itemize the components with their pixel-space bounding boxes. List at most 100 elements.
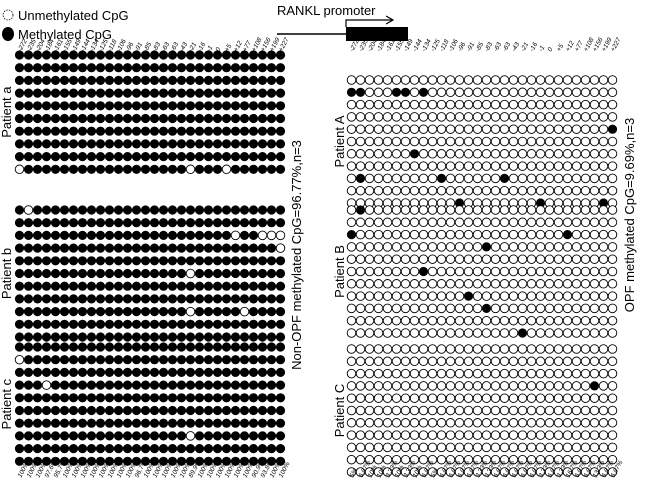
unmethylated-cpg: [427, 87, 438, 98]
methylated-cpg: [113, 50, 124, 60]
unmethylated-cpg: [499, 315, 510, 326]
unmethylated-cpg: [544, 149, 555, 159]
methylated-cpg: [203, 281, 214, 291]
unmethylated-cpg: [382, 136, 393, 147]
patient-group: Patient a: [0, 50, 286, 175]
unmethylated-cpg: [535, 161, 546, 171]
methylated-cpg: [41, 405, 52, 416]
unmethylated-cpg: [364, 405, 375, 416]
unmethylated-cpg: [445, 368, 456, 379]
patient-group: Patient A: [332, 75, 618, 208]
unmethylated-cpg: [454, 254, 465, 264]
unmethylated-cpg: [382, 315, 393, 326]
methylated-cpg: [266, 294, 277, 304]
unmethylated-cpg: [418, 185, 429, 196]
methylated-cpg: [104, 367, 115, 378]
unmethylated-cpg: [589, 173, 600, 184]
unmethylated-cpg: [391, 173, 402, 184]
methylated-cpg: [131, 393, 142, 403]
unmethylated-cpg: [418, 254, 429, 264]
unmethylated-cpg: [490, 205, 501, 215]
methylated-cpg: [185, 444, 196, 454]
unmethylated-cpg: [490, 161, 501, 171]
unmethylated-cpg: [391, 136, 402, 147]
unmethylated-cpg: [382, 161, 393, 171]
unmethylated-cpg: [346, 217, 357, 228]
methylated-cpg: [95, 101, 106, 111]
unmethylated-cpg: [580, 303, 591, 314]
unmethylated-cpg: [346, 418, 357, 428]
unmethylated-cpg: [481, 99, 492, 110]
methylated-cpg: [32, 139, 43, 149]
unmethylated-cpg: [607, 393, 618, 403]
methylated-cpg: [14, 307, 25, 317]
unmethylated-cpg: [562, 405, 573, 416]
methylated-cpg: [248, 113, 259, 124]
methylated-cpg: [239, 230, 250, 240]
unmethylated-cpg: [418, 315, 429, 326]
methylated-cpg: [176, 342, 187, 352]
unmethylated-cpg: [490, 430, 501, 440]
unmethylated-cpg: [382, 173, 393, 184]
methylated-cpg: [391, 87, 402, 97]
unmethylated-cpg: [517, 173, 528, 184]
unmethylated-cpg: [346, 124, 357, 134]
unmethylated-cpg: [463, 328, 474, 338]
unmethylated-cpg: [355, 217, 366, 228]
unmethylated-cpg: [409, 136, 420, 147]
methylated-cpg: [239, 256, 250, 266]
methylated-cpg: [239, 456, 250, 466]
unmethylated-cpg: [535, 136, 546, 147]
unmethylated-cpg: [490, 405, 501, 416]
methylated-cpg: [185, 367, 196, 378]
methylated-cpg: [167, 444, 178, 454]
unmethylated-cpg: [391, 185, 402, 196]
methylated-cpg: [221, 101, 232, 111]
unmethylated-cpg: [472, 266, 483, 277]
unmethylated-cpg: [427, 442, 438, 453]
methylated-cpg: [239, 332, 250, 342]
unmethylated-cpg: [508, 393, 519, 403]
unmethylated-cpg: [436, 442, 447, 453]
methylated-cpg: [104, 101, 115, 111]
methylated-cpg: [266, 268, 277, 279]
unmethylated-cpg: [481, 381, 492, 391]
methylated-cpg: [257, 367, 268, 378]
unmethylated-cpg: [589, 266, 600, 277]
unmethylated-cpg: [400, 430, 411, 440]
unmethylated-cpg: [400, 161, 411, 171]
methylated-cpg: [203, 164, 214, 174]
unmethylated-cpg: [517, 381, 528, 391]
unmethylated-cpg: [490, 124, 501, 134]
unmethylated-cpg: [436, 291, 447, 301]
unmethylated-cpg: [373, 87, 384, 98]
methylated-cpg: [32, 63, 43, 73]
methylated-cpg: [122, 367, 133, 378]
methylated-cpg: [185, 355, 196, 365]
unmethylated-cpg: [589, 185, 600, 196]
unmethylated-cpg: [598, 430, 609, 440]
unmethylated-cpg: [526, 279, 537, 289]
methylated-cpg: [131, 218, 142, 228]
unmethylated-cpg: [508, 87, 519, 98]
unmethylated-cpg: [346, 291, 357, 301]
unmethylated-cpg: [526, 242, 537, 252]
methylated-cpg: [176, 152, 187, 162]
unmethylated-cpg: [508, 328, 519, 338]
methylated-cpg: [167, 294, 178, 304]
methylated-cpg: [167, 342, 178, 352]
methylated-cpg: [203, 152, 214, 162]
unmethylated-cpg: [499, 291, 510, 301]
unmethylated-cpg: [589, 75, 600, 85]
methylated-cpg: [122, 113, 133, 124]
unmethylated-cpg: [562, 328, 573, 338]
unmethylated-cpg: [607, 279, 618, 289]
unmethylated-cpg: [454, 303, 465, 314]
methylated-cpg: [149, 431, 160, 441]
methylated-cpg: [212, 355, 223, 365]
methylated-cpg: [257, 88, 268, 98]
unmethylated-cpg: [364, 254, 375, 264]
methylated-cpg: [221, 431, 232, 441]
methylated-cpg: [41, 332, 52, 342]
unmethylated-cpg: [499, 205, 510, 215]
